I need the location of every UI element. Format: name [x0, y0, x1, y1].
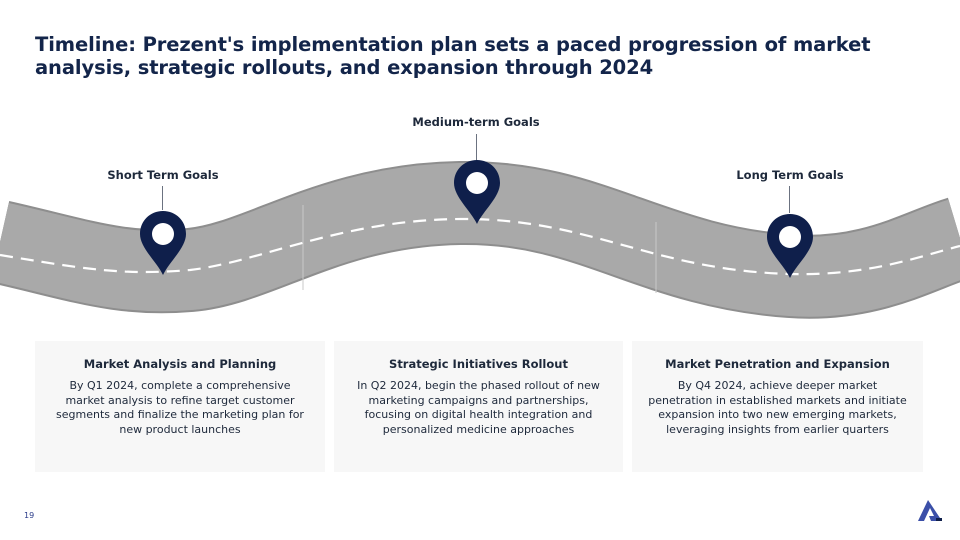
card-title: Market Penetration and Expansion	[665, 357, 890, 371]
card-body: By Q1 2024, complete a comprehensive mar…	[56, 379, 304, 436]
connector-short-term	[162, 186, 163, 210]
location-pin-icon	[140, 211, 186, 275]
brand-logo-icon	[918, 500, 942, 521]
connector-medium-term	[476, 134, 477, 161]
card-market-penetration: Market Penetration and Expansion By Q4 2…	[632, 341, 923, 472]
goal-label-medium-term: Medium-term Goals	[412, 115, 540, 129]
card-title: Market Analysis and Planning	[83, 357, 277, 371]
connector-long-term	[789, 186, 790, 213]
card-body: By Q4 2024, achieve deeper market penetr…	[648, 379, 907, 436]
goal-label-long-term: Long Term Goals	[736, 168, 844, 182]
card-strategic-initiatives: Strategic Initiatives Rollout In Q2 2024…	[334, 341, 623, 472]
road-center-line	[0, 217, 960, 276]
card-title: Strategic Initiatives Rollout	[389, 357, 568, 371]
card-body: In Q2 2024, begin the phased rollout of …	[357, 379, 600, 436]
location-pin-icon	[767, 214, 813, 278]
card-market-analysis: Market Analysis and Planning By Q1 2024,…	[35, 341, 325, 472]
slide-title: Timeline: Prezent's implementation plan …	[35, 33, 871, 79]
location-pin-icon	[454, 160, 500, 224]
page-number: 19	[24, 511, 35, 520]
goal-label-short-term: Short Term Goals	[107, 168, 219, 182]
